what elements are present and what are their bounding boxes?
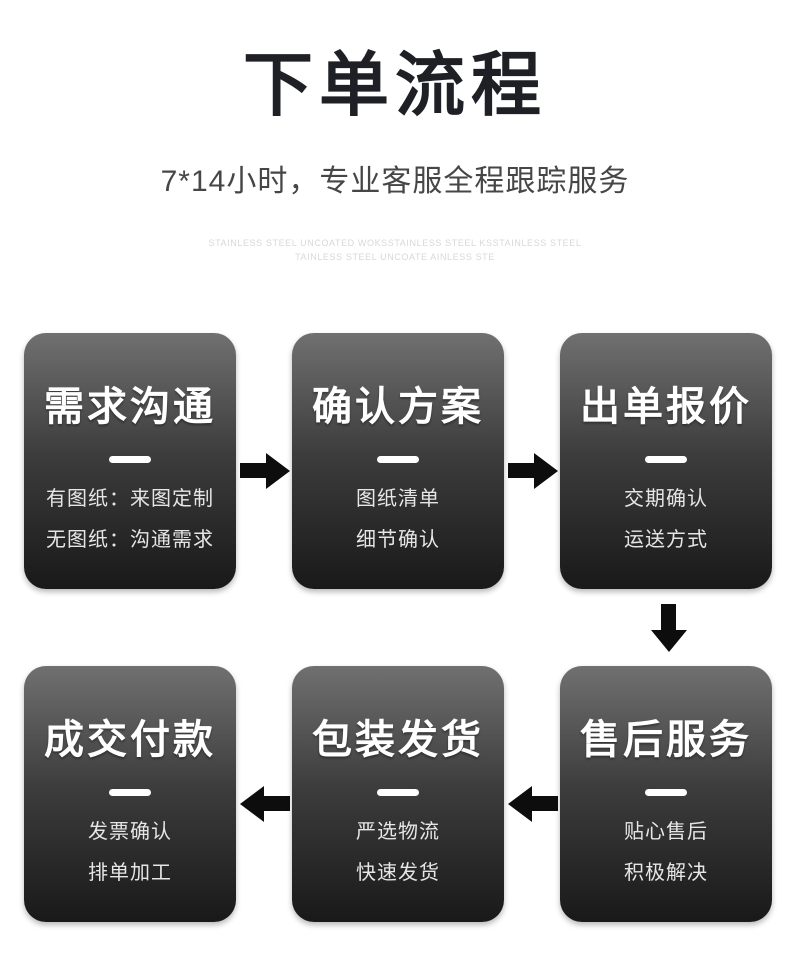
step-detail: 积极解决: [624, 862, 708, 884]
step-card-payment: 成交付款 发票确认 排单加工: [24, 666, 236, 922]
step-detail: 运送方式: [624, 529, 708, 551]
arrow-left-icon: [240, 785, 290, 822]
step-title: 成交付款: [44, 718, 216, 762]
step-card-aftersales: 售后服务 贴心售后 积极解决: [560, 666, 772, 922]
watermark-text: STAINLESS STEEL UNCOATED WOKSSTAINLESS S…: [0, 236, 790, 264]
dash-divider: [645, 456, 687, 463]
step-detail: 交期确认: [624, 488, 708, 510]
step-detail: 发票确认: [88, 821, 172, 843]
dash-divider: [109, 456, 151, 463]
step-detail: 快速发货: [356, 862, 440, 884]
step-card-shipping: 包装发货 严选物流 快速发货: [292, 666, 504, 922]
step-title: 需求沟通: [44, 385, 216, 429]
step-card-demand: 需求沟通 有图纸：来图定制 无图纸：沟通需求: [24, 333, 236, 589]
arrow-left-icon: [508, 785, 558, 822]
step-detail: 有图纸：来图定制: [46, 488, 214, 510]
dash-divider: [377, 789, 419, 796]
step-title: 确认方案: [312, 385, 484, 429]
step-title: 售后服务: [580, 718, 752, 762]
step-card-quote: 出单报价 交期确认 运送方式: [560, 333, 772, 589]
arrow-right-icon: [508, 452, 558, 489]
dash-divider: [645, 789, 687, 796]
step-detail: 图纸清单: [356, 488, 440, 510]
page-title: 下单流程: [243, 46, 547, 124]
step-detail: 细节确认: [356, 529, 440, 551]
step-title: 出单报价: [580, 385, 752, 429]
page-subtitle: 7*14小时，专业客服全程跟踪服务: [160, 165, 630, 198]
watermark-line-2: TAINLESS STEEL UNCOATE AINLESS STE: [295, 252, 495, 262]
arrow-down-icon: [650, 604, 687, 652]
arrow-right-icon: [240, 452, 290, 489]
step-detail: 严选物流: [356, 821, 440, 843]
watermark-line-1: STAINLESS STEEL UNCOATED WOKSSTAINLESS S…: [208, 238, 582, 248]
step-card-plan: 确认方案 图纸清单 细节确认: [292, 333, 504, 589]
step-detail: 贴心售后: [624, 821, 708, 843]
step-detail: 无图纸：沟通需求: [46, 529, 214, 551]
step-detail: 排单加工: [88, 862, 172, 884]
dash-divider: [377, 456, 419, 463]
dash-divider: [109, 789, 151, 796]
step-title: 包装发货: [312, 718, 484, 762]
